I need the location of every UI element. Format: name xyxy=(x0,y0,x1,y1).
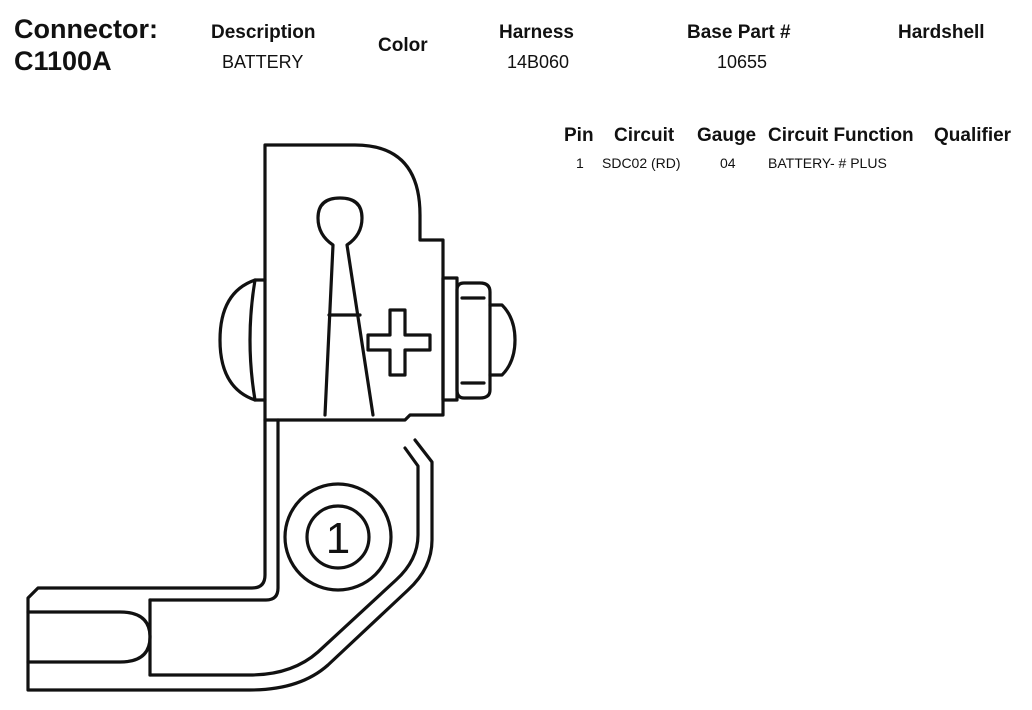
nut-facet-line xyxy=(460,296,486,385)
column-header-pin: Pin xyxy=(564,125,594,146)
connector-id: C1100A xyxy=(14,46,112,76)
function-cell: BATTERY- # PLUS xyxy=(768,155,887,171)
connector-label: Connector: xyxy=(14,14,158,44)
gauge-cell: 04 xyxy=(720,155,736,171)
base-part-header: Base Part # xyxy=(687,22,791,43)
bolt-head-dome xyxy=(218,278,267,402)
pin-marker-outer-ring xyxy=(283,482,393,592)
terminal-body xyxy=(263,143,445,422)
pin-marker-inner-ring xyxy=(305,504,371,570)
circuit-cell: SDC02 (RD) xyxy=(602,155,681,171)
lug-fork-slot xyxy=(26,610,152,664)
description-header: Description xyxy=(211,22,316,43)
column-header-gauge: Gauge xyxy=(697,125,757,146)
nut-washer xyxy=(441,276,459,402)
nut-body xyxy=(455,281,492,400)
lug-outer-outline xyxy=(26,418,434,692)
bolt-head-dome-inner xyxy=(248,278,257,402)
plus-sign-icon xyxy=(366,308,432,377)
keyhole-slot xyxy=(316,196,375,417)
hardshell-header: Hardshell xyxy=(898,22,985,43)
stud-end xyxy=(488,303,517,377)
color-header: Color xyxy=(378,35,428,56)
base-part-value: 10655 xyxy=(717,52,768,72)
column-header-qualifier: Qualifier xyxy=(934,125,1012,146)
harness-header: Harness xyxy=(499,22,574,43)
pin-marker-number: 1 xyxy=(326,514,350,563)
description-value: BATTERY xyxy=(222,52,304,72)
column-header-circuit: Circuit xyxy=(614,125,675,146)
harness-value: 14B060 xyxy=(507,52,570,72)
column-header-circuit-function: Circuit Function xyxy=(768,125,914,146)
lug-inner-outline xyxy=(148,418,420,677)
pin-cell: 1 xyxy=(576,155,584,171)
